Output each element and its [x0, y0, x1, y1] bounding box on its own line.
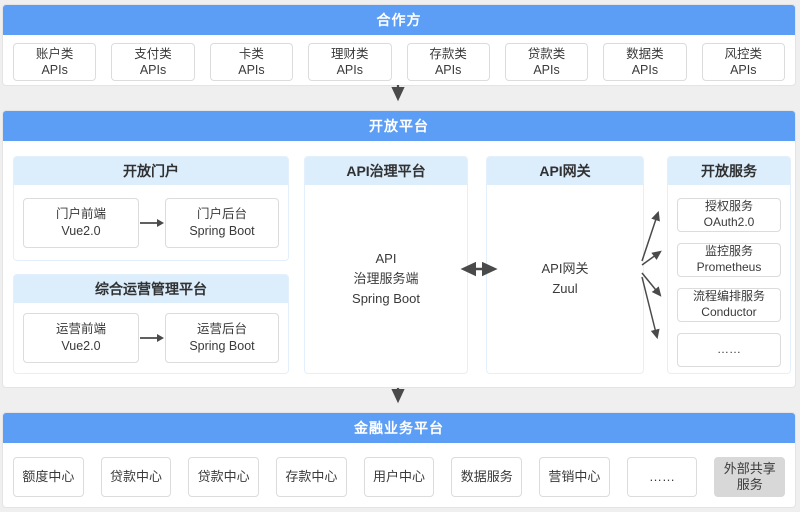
api-governance-title: API治理平台: [305, 157, 467, 185]
ops-platform-title: 综合运营管理平台: [14, 275, 288, 303]
finance-platform-panel: 金融业务平台 额度中心 贷款中心 贷款中心 存款中心 用户中心 数据服务 营销中…: [2, 412, 796, 508]
ops-frontend-node: 运营前端 Vue2.0: [23, 313, 139, 363]
right-arrow-icon: [139, 333, 165, 343]
center-quota: 额度中心: [13, 457, 84, 497]
center-loan-2: 贷款中心: [188, 457, 260, 497]
service-monitor-node: 监控服务 Prometheus: [677, 243, 781, 277]
open-platform-title: 开放平台: [3, 111, 795, 141]
partners-api-row: 账户类 APIs 支付类 APIs 卡类 APIs 理财类 APIs 存款类 A…: [3, 35, 795, 89]
api-box-card: 卡类 APIs: [209, 43, 294, 81]
center-data: 数据服务: [451, 457, 523, 497]
finance-platform-title: 金融业务平台: [3, 413, 795, 443]
center-more: ……: [626, 457, 698, 497]
service-auth-node: 授权服务 OAuth2.0: [677, 198, 781, 232]
api-box-account: 账户类 APIs: [13, 43, 97, 81]
open-services-title: 开放服务: [668, 157, 790, 185]
api-gateway-section: API网关 API网关 Zuul: [486, 156, 644, 374]
open-portal-title: 开放门户: [14, 157, 288, 185]
open-portal-body: 门户前端 Vue2.0 门户后台 Spring Boot: [14, 185, 288, 261]
center-deposit: 存款中心: [276, 457, 347, 497]
finance-center-row: 额度中心 贷款中心 贷款中心 存款中心 用户中心 数据服务 营销中心 …… 外部…: [3, 443, 795, 511]
open-portal-section: 开放门户 门户前端 Vue2.0 门户后台 Spring Boot: [13, 156, 289, 261]
ops-platform-body: 运营前端 Vue2.0 运营后台 Spring Boot: [14, 303, 288, 373]
api-gateway-title: API网关: [487, 157, 643, 185]
api-box-wealth: 理财类 APIs: [308, 43, 392, 81]
open-services-section: 开放服务 授权服务 OAuth2.0 监控服务 Prometheus 流程编排服…: [667, 156, 791, 374]
api-box-loan: 贷款类 APIs: [504, 43, 589, 81]
open-services-list: 授权服务 OAuth2.0 监控服务 Prometheus 流程编排服务 Con…: [668, 185, 790, 380]
center-loan-1: 贷款中心: [100, 457, 172, 497]
partners-title: 合作方: [3, 5, 795, 35]
service-orchestration-node: 流程编排服务 Conductor: [677, 288, 781, 322]
center-user: 用户中心: [363, 457, 435, 497]
api-gateway-node: API网关 Zuul: [541, 260, 589, 296]
api-box-risk: 风控类 APIs: [701, 43, 785, 81]
api-governance-section: API治理平台 API 治理服务端 Spring Boot: [304, 156, 468, 374]
api-box-data: 数据类 APIs: [603, 43, 687, 81]
right-arrow-icon: [139, 218, 165, 228]
open-platform-panel: 开放平台 开放门户 门户前端 Vue2.0 门户后台 Spring Boot 综…: [2, 110, 796, 388]
external-shared-service-node: 外部共享 服务: [714, 457, 786, 497]
api-governance-node: API 治理服务端 Spring Boot: [352, 250, 420, 307]
api-box-payment: 支付类 APIs: [111, 43, 195, 81]
ops-backend-node: 运营后台 Spring Boot: [164, 313, 279, 363]
center-marketing: 营销中心: [539, 457, 610, 497]
service-more-node: ……: [677, 333, 781, 367]
api-box-deposit: 存款类 APIs: [406, 43, 490, 81]
partners-panel: 合作方 账户类 APIs 支付类 APIs 卡类 APIs 理财类 APIs 存…: [2, 4, 796, 86]
portal-backend-node: 门户后台 Spring Boot: [164, 198, 279, 248]
portal-frontend-node: 门户前端 Vue2.0: [23, 198, 139, 248]
ops-platform-section: 综合运营管理平台 运营前端 Vue2.0 运营后台 Spring Boot: [13, 274, 289, 374]
